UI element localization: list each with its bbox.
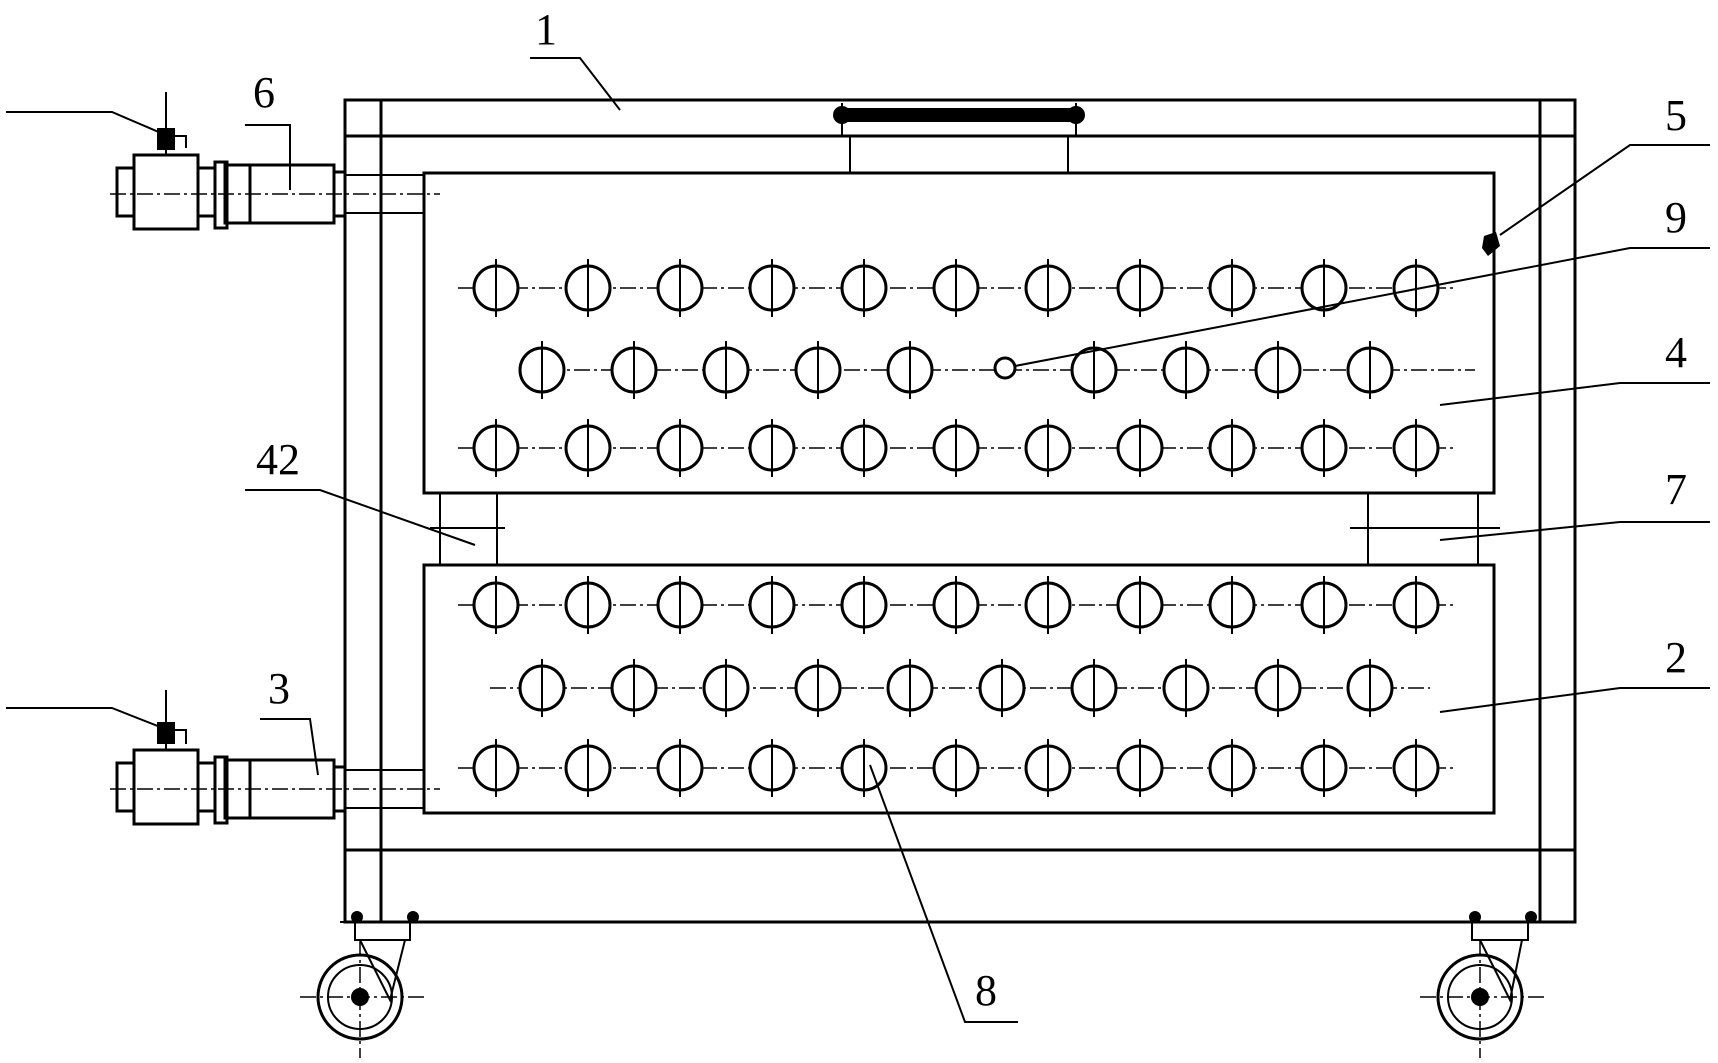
tray-spacers xyxy=(430,493,1500,565)
upper-tray xyxy=(422,171,1496,495)
lower-tray xyxy=(422,563,1496,815)
label-42: 42 xyxy=(256,435,300,484)
upper-pipe xyxy=(110,160,440,230)
label-2: 2 xyxy=(1665,633,1687,682)
leader-lines xyxy=(245,57,1710,1023)
lower-pipe xyxy=(110,755,440,825)
handle xyxy=(833,103,1085,173)
lower-valve xyxy=(6,690,217,826)
upper-tray-holes xyxy=(458,259,1475,477)
caster-left xyxy=(300,911,455,1058)
lower-tray-holes xyxy=(458,576,1455,797)
label-9: 9 xyxy=(1665,193,1687,242)
sensor-port xyxy=(993,356,1017,380)
frame xyxy=(343,98,1577,924)
label-3: 3 xyxy=(268,664,290,713)
part-labels: 1 5 9 4 7 2 6 3 42 8 xyxy=(253,5,1687,1015)
label-1: 1 xyxy=(535,5,557,54)
label-7: 7 xyxy=(1665,465,1687,514)
label-6: 6 xyxy=(253,68,275,117)
label-8: 8 xyxy=(975,966,997,1015)
label-5: 5 xyxy=(1665,91,1687,140)
upper-valve xyxy=(6,92,217,231)
vent-fitting xyxy=(1482,232,1500,256)
caster-right xyxy=(1420,911,1560,1058)
label-4: 4 xyxy=(1665,328,1687,377)
